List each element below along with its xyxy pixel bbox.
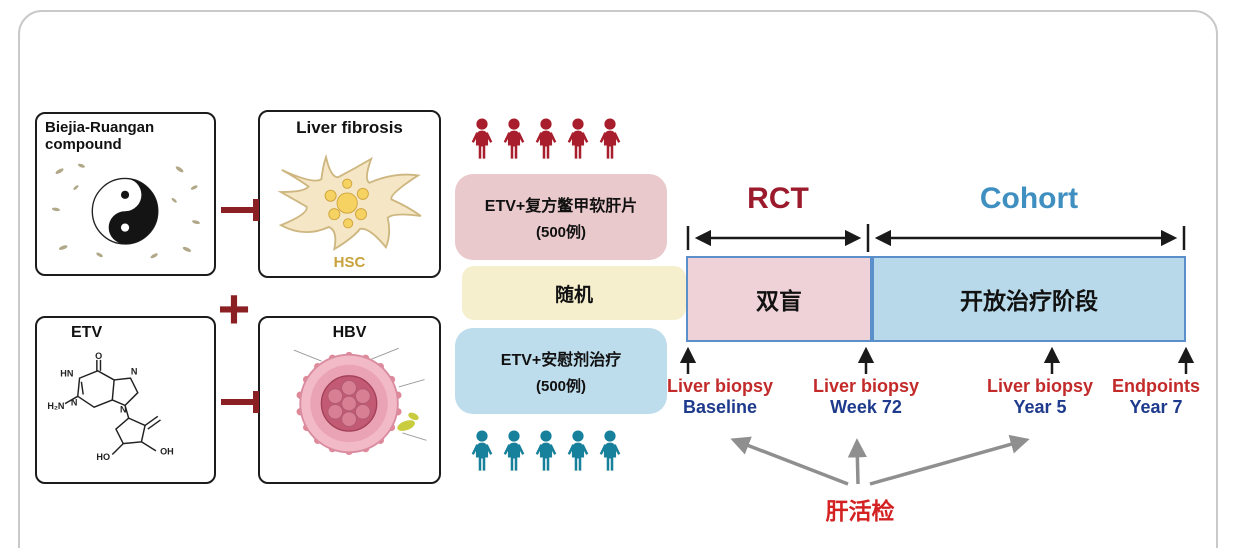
treatment-arm-label: ETV+复方鳖甲软肝片 <box>484 198 638 215</box>
inhibition-tbar-bottom <box>221 391 259 413</box>
etv-title: ETV <box>71 324 103 341</box>
patient-icon-teal <box>564 424 592 478</box>
treatment-patients-row <box>468 112 624 166</box>
biejia-compound-box: Biejia-Ruangan compound <box>35 112 216 276</box>
placebo-arm-box: ETV+安慰剂治疗 (500例) <box>455 328 667 414</box>
treatment-arm-box: ETV+复方鳖甲软肝片 (500例) <box>455 174 667 260</box>
patient-icon-teal <box>596 424 624 478</box>
rct-phase-label: RCT <box>747 182 809 215</box>
hbv-virus-illustration <box>293 347 427 456</box>
treatment-arm-count: (500例) <box>535 224 587 241</box>
phase-span-arrows <box>686 224 1186 252</box>
hepatic-stellate-cell-illustration <box>277 153 422 251</box>
patient-icon-teal <box>500 424 528 478</box>
patient-icon-red <box>468 112 496 166</box>
etv-box: ETV O HN N N N H₂N OH HO <box>35 316 216 484</box>
hsc-label: HSC <box>333 254 366 271</box>
placebo-arm-label: ETV+安慰剂治疗 <box>500 352 622 369</box>
fibrosis-title: Liver fibrosis <box>296 118 403 137</box>
atom-label: HO <box>96 452 110 462</box>
capsid-subunits <box>327 379 371 427</box>
entecavir-structure-illustration: O HN N N N H₂N OH HO <box>47 351 174 462</box>
yin-yang-herbs-illustration <box>51 163 200 258</box>
milestone-week72: Liver biopsy Week 72 <box>812 376 920 417</box>
milestone-year5: Liver biopsy Year 5 <box>986 376 1094 417</box>
patient-icon-red <box>596 112 624 166</box>
atom-label: N <box>131 366 138 376</box>
herb-scatter-decor <box>51 163 200 258</box>
atom-label: OH <box>160 446 174 456</box>
patient-icon-red <box>564 112 592 166</box>
open-label-phase-box: 开放治疗阶段 <box>872 256 1186 342</box>
chemical-bonds <box>64 359 161 455</box>
placebo-patients-row <box>468 424 624 478</box>
open-label-label: 开放治疗阶段 <box>960 288 1098 314</box>
biopsy-arrow-baseline <box>730 436 849 486</box>
biopsy-pointer-arrows <box>730 434 1030 486</box>
biopsy-arrow-year5 <box>869 434 1030 486</box>
randomization-label: 随机 <box>554 284 593 306</box>
inhibition-tbar-top <box>221 199 259 221</box>
hbv-title: HBV <box>332 324 367 341</box>
patient-icon-red <box>500 112 528 166</box>
liver-biopsy-note: 肝活检 <box>825 498 895 524</box>
plus-symbol: + <box>217 277 251 340</box>
atom-label: N <box>71 397 78 407</box>
milestone-year7: Endpoints Year 7 <box>1112 376 1200 417</box>
genome-strand <box>397 412 419 431</box>
double-blind-label: 双盲 <box>756 288 802 314</box>
atom-label: HN <box>60 368 73 378</box>
patient-icon-red <box>532 112 560 166</box>
placebo-arm-count: (500例) <box>535 378 587 395</box>
milestone-baseline: Liver biopsy Baseline <box>666 376 774 417</box>
double-blind-phase-box: 双盲 <box>686 256 872 342</box>
biopsy-arrow-week72 <box>847 438 867 485</box>
patient-icon-teal <box>468 424 496 478</box>
atom-label: H₂N <box>47 401 64 411</box>
randomization-box: 随机 <box>462 266 686 320</box>
cohort-phase-label: Cohort <box>979 182 1079 215</box>
liver-fibrosis-box: Liver fibrosis HSC <box>258 110 441 278</box>
compound-title: Biejia-Ruangan compound <box>45 119 155 153</box>
hbv-box: HBV <box>258 316 441 484</box>
atom-label: N <box>120 405 127 415</box>
annotation-leader-lines <box>293 347 427 441</box>
patient-icon-teal <box>532 424 560 478</box>
atom-label: O <box>95 351 102 361</box>
milestone-up-arrows <box>679 346 1195 374</box>
lipid-droplets <box>324 178 369 229</box>
